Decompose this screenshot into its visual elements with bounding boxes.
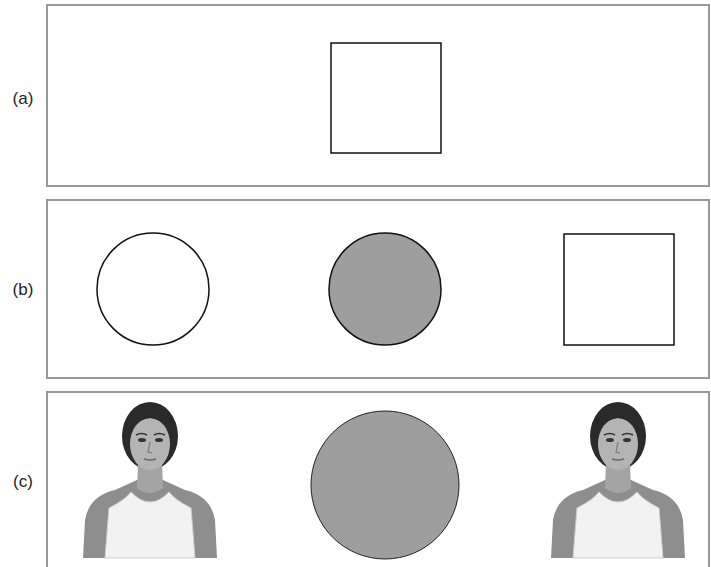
panel-label: (c) (13, 473, 33, 490)
white-square (331, 43, 441, 153)
face-photo (83, 402, 217, 558)
panel-frame (47, 200, 709, 378)
panel-frame (47, 5, 709, 186)
white-circle (97, 233, 209, 345)
face-photo (551, 402, 685, 558)
white-square (564, 234, 674, 345)
gray-circle (311, 411, 459, 559)
panel-label: (b) (13, 281, 34, 298)
panel-frame (47, 392, 709, 567)
gray-circle (329, 233, 441, 345)
panel-label: (a) (13, 90, 34, 107)
